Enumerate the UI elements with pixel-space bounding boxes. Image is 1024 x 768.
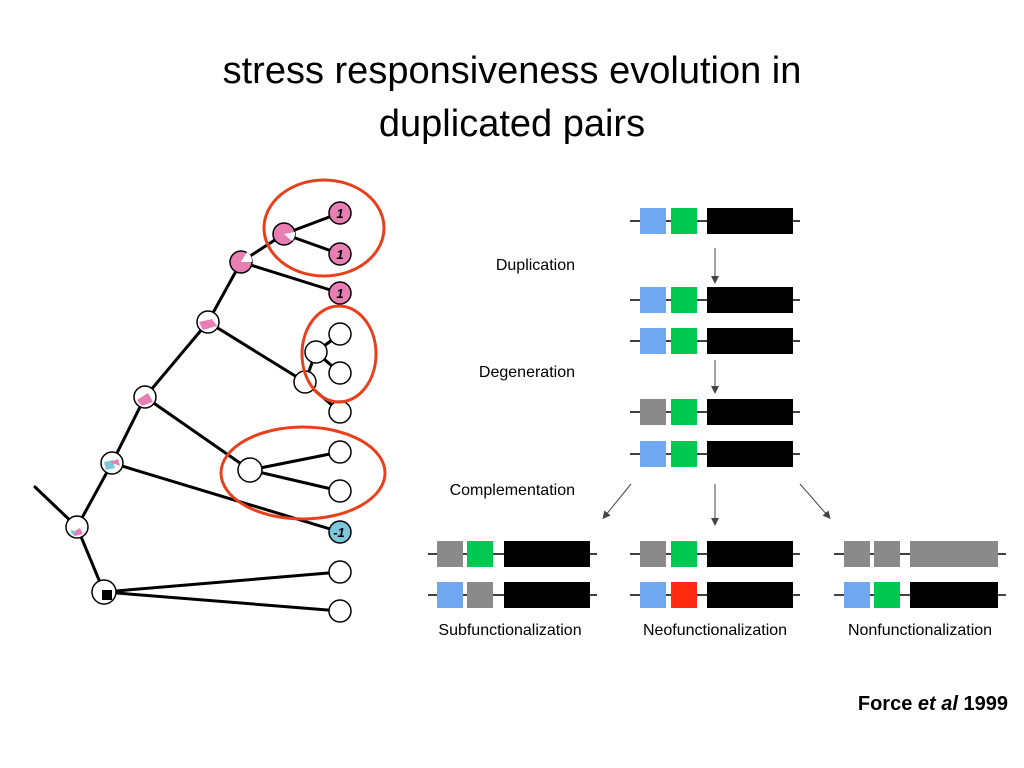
tree-internal-nodes [65, 222, 328, 605]
tree-branch [143, 395, 252, 472]
title-line-1: stress responsiveness evolution in [222, 50, 802, 92]
tree-branches [33, 211, 342, 613]
outcome-label: Nonfunctionalization [848, 622, 992, 639]
citation: Force et al 1999 [858, 693, 1008, 716]
step-label-degeneration: Degeneration [479, 364, 575, 381]
leaf-node [328, 440, 352, 464]
phylogenetic-tree: 1 1 1 -1 [33, 178, 387, 623]
gene-copy-1 [630, 287, 800, 313]
tree-branch [143, 320, 210, 399]
citation-etal: et al [917, 693, 958, 715]
leaf-label: 1 [336, 286, 343, 301]
tree-branch [110, 461, 342, 534]
leaf-node [328, 322, 352, 346]
leaf-node [328, 599, 352, 623]
highlight-circles [219, 178, 387, 521]
tree-branch [206, 320, 307, 384]
citation-author: Force [857, 693, 913, 715]
outcome-label: Neofunctionalization [643, 622, 787, 639]
outcome-neofunctionalization: Neofunctionalization [630, 541, 800, 639]
outcome-subfunctionalization: Subfunctionalization [428, 541, 597, 639]
step-label-complementation: Complementation [450, 482, 575, 499]
tree-node [65, 515, 89, 539]
leaf-node [328, 479, 352, 503]
highlight-circle-3 [219, 425, 387, 521]
gene-degenerated-1 [630, 399, 800, 425]
tree-branch [248, 468, 342, 493]
tree-node [304, 340, 328, 364]
tree-branch [110, 395, 147, 465]
leaf-node [328, 361, 352, 385]
leaf-label: 1 [336, 206, 343, 221]
leaf-node-positive [328, 201, 352, 225]
tree-branch [239, 260, 342, 295]
leaf-node-negative [328, 520, 352, 544]
tree-branch [102, 570, 342, 594]
citation-year: 1999 [963, 693, 1009, 715]
arrow-left [602, 483, 632, 520]
gene-copy-2 [630, 328, 800, 354]
tree-branch [102, 590, 342, 613]
tree-leaf-nodes: 1 1 1 -1 [328, 201, 352, 623]
title-line-2: duplicated pairs [378, 103, 646, 145]
outcome-nonfunctionalization: Nonfunctionalization [834, 541, 1006, 639]
slide-title: stress responsiveness evolution in dupli… [0, 45, 1024, 151]
leaf-label: -1 [333, 525, 345, 540]
leaf-label: 1 [336, 247, 343, 262]
duplication-model: Duplication Degeneration [428, 208, 1006, 639]
tree-branch [248, 450, 342, 472]
gene-ancestral [630, 208, 800, 234]
tree-branch [75, 461, 114, 529]
step-label-duplication: Duplication [496, 257, 575, 274]
gene-degenerated-2 [630, 441, 800, 467]
arrow-right [799, 483, 831, 520]
leaf-node [328, 400, 352, 424]
tree-node [237, 457, 263, 483]
leaf-node-positive [328, 242, 352, 266]
highlight-circle-1 [262, 178, 386, 278]
highlight-circle-2 [300, 304, 378, 404]
leaf-node-positive [328, 281, 352, 305]
outcome-label: Subfunctionalization [438, 622, 581, 639]
leaf-node [328, 560, 352, 584]
